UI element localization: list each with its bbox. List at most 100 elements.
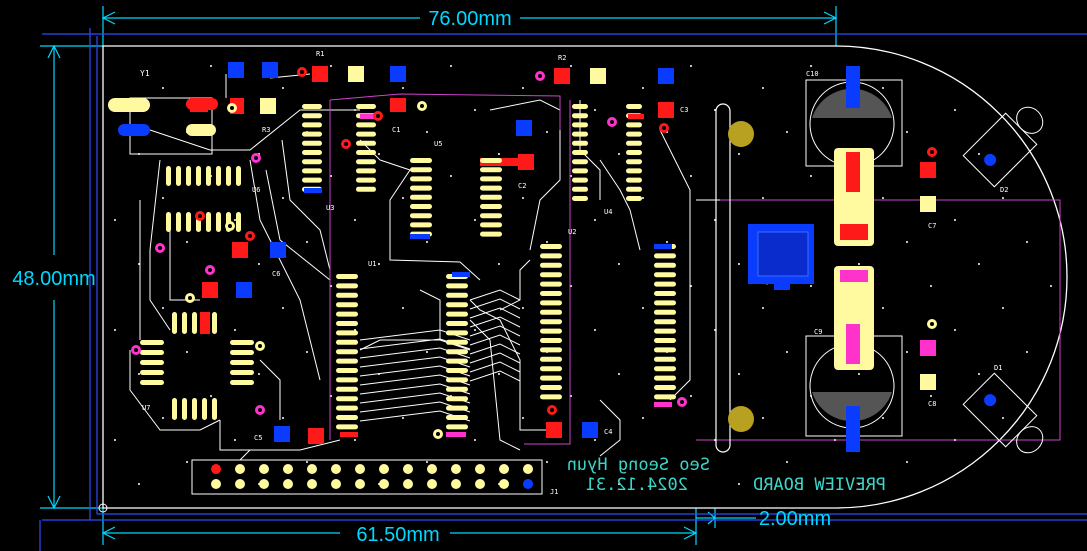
via-hole bbox=[344, 142, 348, 146]
ic-pad bbox=[626, 159, 642, 165]
ic-pad bbox=[336, 386, 358, 392]
ic-pad bbox=[230, 360, 254, 365]
capacitor-c9[interactable] bbox=[805, 266, 903, 452]
grid-dot bbox=[714, 329, 716, 331]
ic-pad bbox=[182, 312, 187, 334]
ic-pad bbox=[540, 385, 562, 390]
label-c7: C7 bbox=[928, 222, 936, 230]
ic-pad bbox=[654, 328, 676, 334]
header-pin bbox=[451, 464, 461, 474]
label-c2: C2 bbox=[518, 182, 526, 190]
grid-dot bbox=[738, 373, 740, 375]
label-u7: U7 bbox=[142, 404, 150, 412]
ic-pad bbox=[176, 166, 181, 186]
grid-dot bbox=[738, 263, 740, 265]
label-c4: C4 bbox=[604, 428, 612, 436]
ic-pad bbox=[356, 177, 376, 183]
header-pin bbox=[331, 464, 341, 474]
grid-dot bbox=[282, 307, 284, 309]
ic-pad bbox=[336, 283, 358, 289]
ic-pad bbox=[654, 300, 676, 306]
keepout-outline bbox=[696, 199, 1061, 441]
ic-pad bbox=[192, 398, 197, 420]
ic-pad bbox=[230, 350, 254, 355]
transistor-q1[interactable] bbox=[748, 224, 814, 290]
ic-pad bbox=[626, 150, 642, 155]
ic-pad bbox=[654, 356, 676, 362]
ic-pad bbox=[356, 150, 376, 155]
ic-pad bbox=[540, 262, 562, 268]
ic-pad bbox=[410, 222, 432, 228]
grid-dot bbox=[954, 109, 956, 111]
grid-dot bbox=[522, 197, 524, 199]
grid-dot bbox=[594, 439, 596, 441]
capacitor-c10[interactable] bbox=[805, 66, 903, 246]
via-hole bbox=[208, 268, 212, 272]
ic-pad bbox=[654, 253, 676, 259]
grid-dot bbox=[570, 65, 572, 67]
trace bbox=[359, 139, 411, 171]
pad-accent bbox=[360, 114, 380, 119]
header-j1[interactable] bbox=[191, 459, 543, 495]
label-c10: C10 bbox=[806, 70, 819, 78]
grid-dot bbox=[378, 263, 380, 265]
header-pin bbox=[499, 464, 509, 474]
motor-m2[interactable] bbox=[728, 406, 754, 432]
led-d1[interactable] bbox=[962, 372, 1054, 464]
grid-dot bbox=[114, 439, 116, 441]
ic-pad bbox=[654, 375, 676, 381]
via-hole bbox=[680, 400, 684, 404]
label-j1: J1 bbox=[550, 488, 558, 496]
grid-dot bbox=[306, 241, 308, 243]
label-c6: C6 bbox=[272, 270, 280, 278]
grid-dot bbox=[402, 307, 404, 309]
ic-pad bbox=[654, 309, 676, 315]
grid-dot bbox=[882, 197, 884, 199]
grid-dot bbox=[906, 131, 908, 133]
pad-accent bbox=[410, 234, 430, 239]
trace bbox=[524, 100, 571, 445]
header-pin bbox=[283, 464, 293, 474]
via-hole bbox=[134, 348, 138, 352]
via-hole bbox=[188, 296, 192, 300]
trace bbox=[469, 299, 548, 431]
ic-pad bbox=[540, 309, 562, 315]
ic-u1 bbox=[336, 274, 468, 430]
ic-pad bbox=[446, 358, 468, 364]
grid-dot bbox=[522, 307, 524, 309]
ic-u4 bbox=[572, 104, 642, 201]
header-pin bbox=[235, 479, 245, 489]
ic-pad bbox=[626, 131, 642, 137]
motor-m1[interactable] bbox=[728, 121, 754, 147]
grid-dot bbox=[354, 439, 356, 441]
ic-pad bbox=[166, 166, 171, 186]
trace bbox=[259, 359, 281, 420]
ic-pad bbox=[216, 212, 221, 232]
trace bbox=[599, 159, 641, 251]
grid-dot bbox=[690, 175, 692, 177]
ic-pad bbox=[446, 311, 468, 317]
ic-pad bbox=[480, 185, 502, 191]
label-d1: D1 bbox=[994, 364, 1002, 372]
grid-dot bbox=[306, 461, 308, 463]
ic-u7 bbox=[140, 312, 254, 420]
ic-pad bbox=[140, 350, 164, 355]
grid-dot bbox=[210, 395, 212, 397]
grid-dot bbox=[474, 329, 476, 331]
header-pin bbox=[211, 464, 221, 474]
ic-pad bbox=[336, 292, 358, 298]
dimension-left-label: 48.00mm bbox=[12, 268, 95, 290]
grid-dot bbox=[258, 263, 260, 265]
grid-dot bbox=[1026, 351, 1028, 353]
grid-dot bbox=[546, 131, 548, 133]
grid-dot bbox=[1002, 417, 1004, 419]
ic-pad bbox=[206, 166, 211, 186]
ic-u5 bbox=[410, 158, 502, 237]
grid-dot bbox=[426, 351, 428, 353]
ic-pad bbox=[654, 262, 676, 268]
ic-pad bbox=[192, 312, 197, 334]
led-d2[interactable] bbox=[962, 96, 1054, 188]
via-hole bbox=[538, 74, 542, 78]
ic-pad bbox=[626, 177, 642, 183]
